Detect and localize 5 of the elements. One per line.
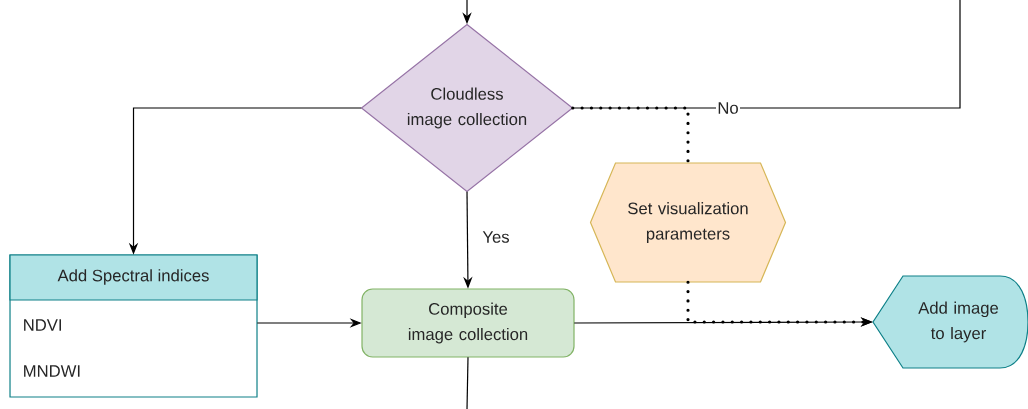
process-box: Composite image collection — [361, 288, 575, 358]
list-box: Add Spectral indices NDVI MNDWI — [9, 254, 258, 398]
edge-label: No — [718, 102, 738, 114]
preparation-hexagon: Set visualization parameters — [589, 162, 787, 283]
edge-label: Yes — [482, 231, 509, 243]
